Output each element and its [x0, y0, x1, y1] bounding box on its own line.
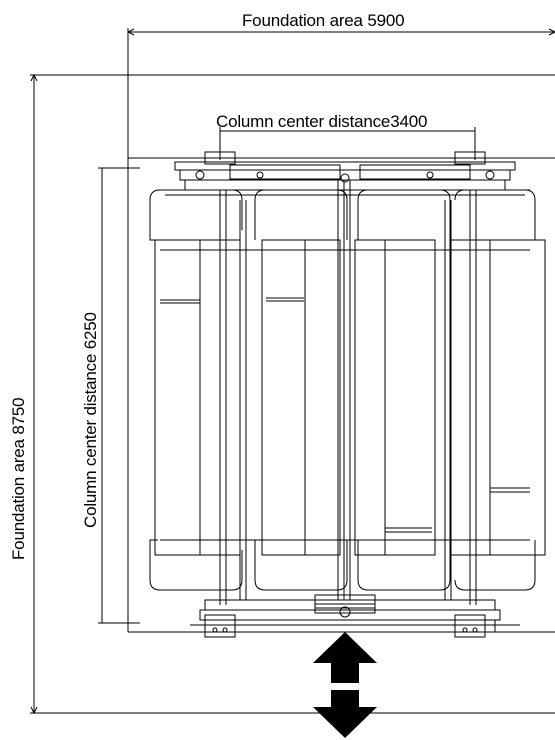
column-center-width-label: Column center distance3400 [216, 112, 428, 131]
dimension-lines [30, 28, 555, 715]
drum-right [354, 189, 451, 591]
foundation-height-label: Foundation area 8750 [9, 397, 28, 560]
up-arrow-icon [313, 632, 377, 683]
column-center-height-label: Column center distance 6250 [81, 312, 100, 528]
drum-middle [254, 189, 348, 591]
foundation-width-label: Foundation area 5900 [242, 11, 405, 30]
down-arrow-icon [313, 690, 377, 738]
drum-far-right [449, 189, 546, 591]
vertical-columns [160, 180, 530, 605]
foundation-outline [127, 157, 555, 633]
